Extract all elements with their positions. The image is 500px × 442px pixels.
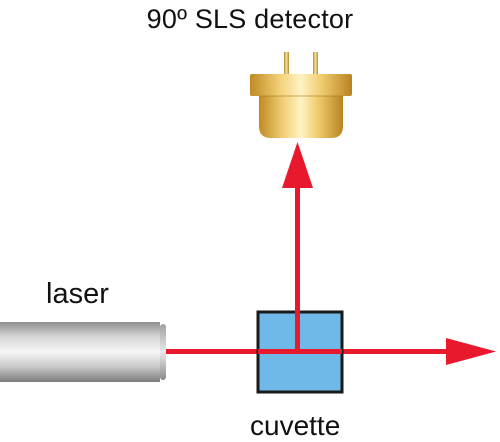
detector-label: 90º SLS detector — [146, 4, 354, 34]
laser-icon — [0, 322, 166, 382]
laser-label: laser — [46, 278, 109, 310]
arrowhead-up-icon — [282, 142, 313, 188]
cuvette-label: cuvette — [250, 410, 341, 441]
scattered-beam — [282, 142, 313, 354]
detector-icon — [250, 52, 352, 138]
arrowhead-right-icon — [446, 338, 496, 365]
